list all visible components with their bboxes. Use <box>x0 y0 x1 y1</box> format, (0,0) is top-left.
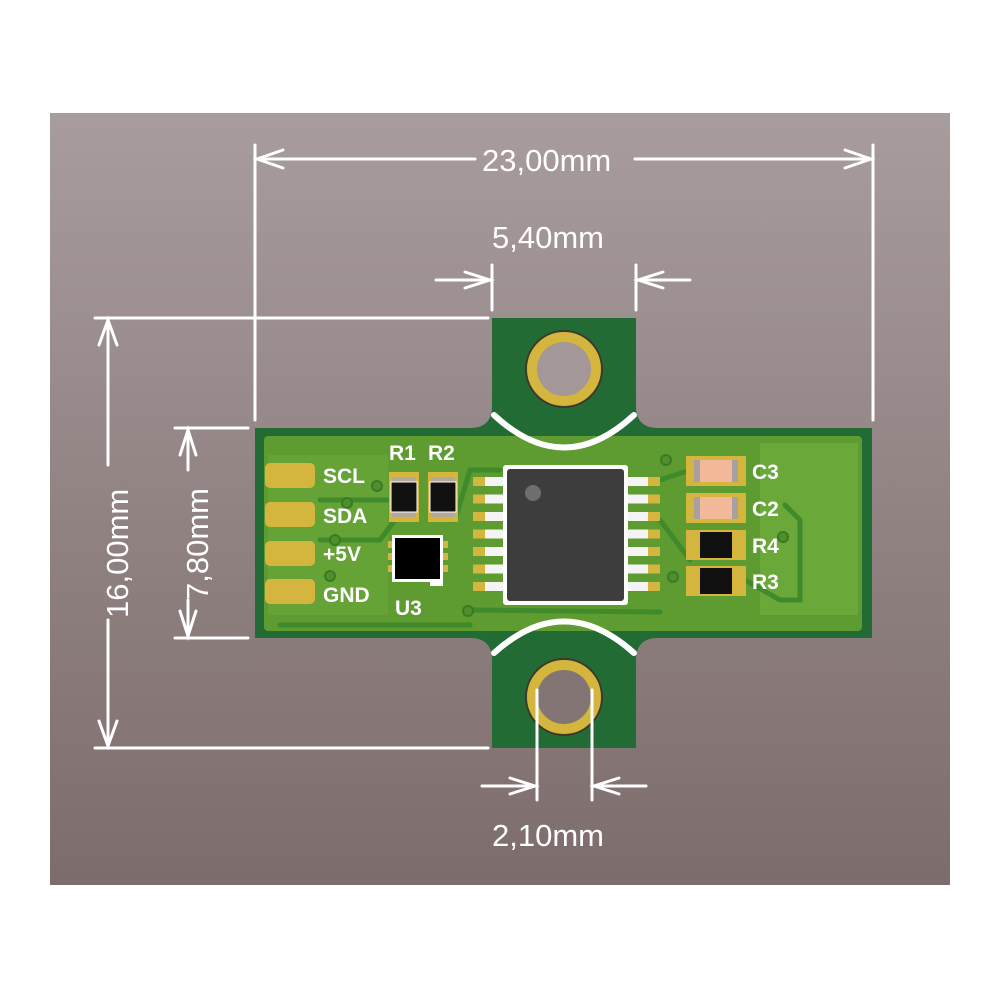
connector-labels: SCL SDA +5V GND <box>323 465 370 607</box>
copper-pour-right <box>760 443 858 615</box>
ic-pad-left-5 <box>473 547 485 556</box>
pad-gnd <box>265 579 315 604</box>
ref-r2: R2 <box>428 442 455 465</box>
ic-pin-right-2 <box>628 494 648 504</box>
dim-body-height: 7,80mm <box>180 488 215 600</box>
ic-pin-left-6 <box>485 564 505 574</box>
main-ic <box>473 477 660 591</box>
ic-pin-left-3 <box>485 512 505 521</box>
ic-pin-left-5 <box>485 547 505 556</box>
silkscreen-arc-top <box>491 412 637 451</box>
ic-pad-left-6 <box>473 564 485 574</box>
ic-pin-right-6 <box>628 564 648 574</box>
ref-u3: U3 <box>395 597 422 620</box>
ic-pad-left-1 <box>473 477 485 486</box>
resistor-r1: R1 <box>389 442 419 522</box>
connector-pads <box>265 463 315 604</box>
pad-sda <box>265 502 315 527</box>
dimension-lines <box>93 143 876 802</box>
pad-5v <box>265 541 315 566</box>
ic-pin-right-4 <box>628 529 648 539</box>
vias <box>324 454 789 617</box>
ic-pad-right-1 <box>648 477 660 486</box>
ref-c2: C2 <box>752 498 779 521</box>
ref-c3: C3 <box>752 461 779 484</box>
ic-pad-left-7 <box>473 582 485 591</box>
ic-pad-right-4 <box>648 529 660 539</box>
ic-pin-right-5 <box>628 547 648 556</box>
ic-pad-right-3 <box>648 512 660 521</box>
ic-pin-left-2 <box>485 494 505 504</box>
dim-overall-height: 16,00mm <box>100 489 135 618</box>
ic-pad-right-2 <box>648 494 660 504</box>
resistor-r3: R3 <box>686 566 779 596</box>
ic-pad-left-3 <box>473 512 485 521</box>
mounting-hole-bottom <box>525 658 603 736</box>
ic-pad-left-2 <box>473 494 485 504</box>
ref-r3: R3 <box>752 571 779 594</box>
pin-label-scl: SCL <box>323 465 365 488</box>
right-components: C3 C2 R4 R3 <box>686 456 779 596</box>
resistor-r2: R2 <box>428 442 458 522</box>
ic-pad-left-4 <box>473 529 485 539</box>
ic-pin-right-1 <box>628 477 648 486</box>
ic-pad-right-5 <box>648 547 660 556</box>
mounting-hole-top <box>525 330 603 408</box>
ic-pin-right-3 <box>628 512 648 521</box>
ic-pin-left-7 <box>485 582 505 591</box>
ref-r4: R4 <box>752 535 779 558</box>
pin-label-sda: SDA <box>323 505 367 528</box>
ic-pin-right-7 <box>628 582 648 591</box>
traces <box>277 467 803 628</box>
pcb-board: SCL SDA +5V GND R1 R2 <box>255 318 872 748</box>
silkscreen-arc-bottom <box>491 618 637 656</box>
pad-scl <box>265 463 315 488</box>
dim-overall-width: 23,00mm <box>482 143 611 178</box>
dim-hole-diameter: 2,10mm <box>492 818 604 853</box>
capacitor-c2: C2 <box>686 493 779 523</box>
resistor-r4: R4 <box>686 530 779 560</box>
main-ic-body <box>507 469 624 601</box>
ref-r1: R1 <box>389 442 416 465</box>
sensor-u3: U3 <box>388 535 448 620</box>
ic-pad-right-6 <box>648 564 660 574</box>
ic-pad-right-7 <box>648 582 660 591</box>
pin1-marker <box>525 485 541 501</box>
ic-pin-left-4 <box>485 529 505 539</box>
capacitor-c3: C3 <box>686 456 779 486</box>
pin-label-5v: +5V <box>323 543 361 566</box>
pin-label-gnd: GND <box>323 584 370 607</box>
ic-pin-left-1 <box>485 477 505 486</box>
dim-tab-width: 5,40mm <box>492 220 604 255</box>
